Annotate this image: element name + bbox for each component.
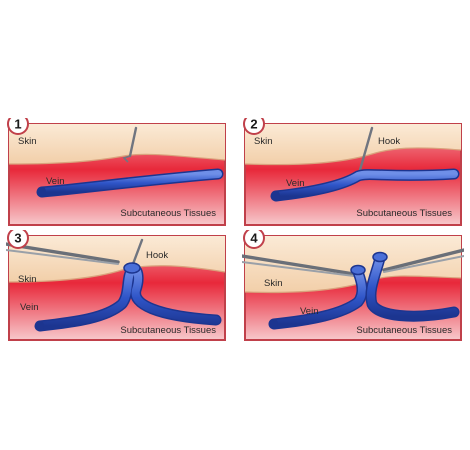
step-badge bbox=[243, 230, 265, 249]
panel-1: 1 Skin Vein Subcutaneous Tissues bbox=[6, 118, 228, 228]
tissues-label: Subcutaneous Tissues bbox=[356, 325, 452, 336]
vein-label: Vein bbox=[20, 302, 39, 313]
panel-4-illustration: 4 Skin Vein Subcutaneous Tissues bbox=[242, 230, 464, 341]
step-badge bbox=[243, 118, 265, 135]
skin-label: Skin bbox=[18, 274, 36, 285]
skin-label: Skin bbox=[254, 136, 272, 147]
panel-3: 3 Skin Hook Vein Subcutaneous Tissues bbox=[6, 230, 228, 345]
panel-2-illustration: 2 Skin Hook Vein Subcutaneous Tissues bbox=[243, 118, 462, 226]
tissues-label: Subcutaneous Tissues bbox=[120, 325, 216, 336]
skin-label: Skin bbox=[18, 136, 36, 147]
panel-2: 2 Skin Hook Vein Subcutaneous Tissues bbox=[242, 118, 464, 228]
tissues-label: Subcutaneous Tissues bbox=[120, 208, 216, 219]
vein-label: Vein bbox=[286, 178, 305, 189]
step-badge bbox=[7, 230, 29, 249]
vein-label: Vein bbox=[300, 306, 319, 317]
step-number: 2 bbox=[250, 118, 257, 132]
hook-label: Hook bbox=[146, 250, 168, 261]
hook-label: Hook bbox=[378, 136, 400, 147]
tissues-label: Subcutaneous Tissues bbox=[356, 208, 452, 219]
step-number: 3 bbox=[14, 231, 21, 246]
panel-3-illustration: 3 Skin Hook Vein Subcutaneous Tissues bbox=[6, 230, 226, 341]
panel-1-illustration: 1 Skin Vein Subcutaneous Tissues bbox=[7, 118, 226, 226]
vein-label: Vein bbox=[46, 176, 65, 187]
panel-4: 4 Skin Vein Subcutaneous Tissues bbox=[242, 230, 464, 345]
step-badge bbox=[7, 118, 29, 135]
skin-label: Skin bbox=[264, 278, 282, 289]
step-number: 4 bbox=[250, 231, 258, 246]
step-number: 1 bbox=[14, 118, 21, 132]
